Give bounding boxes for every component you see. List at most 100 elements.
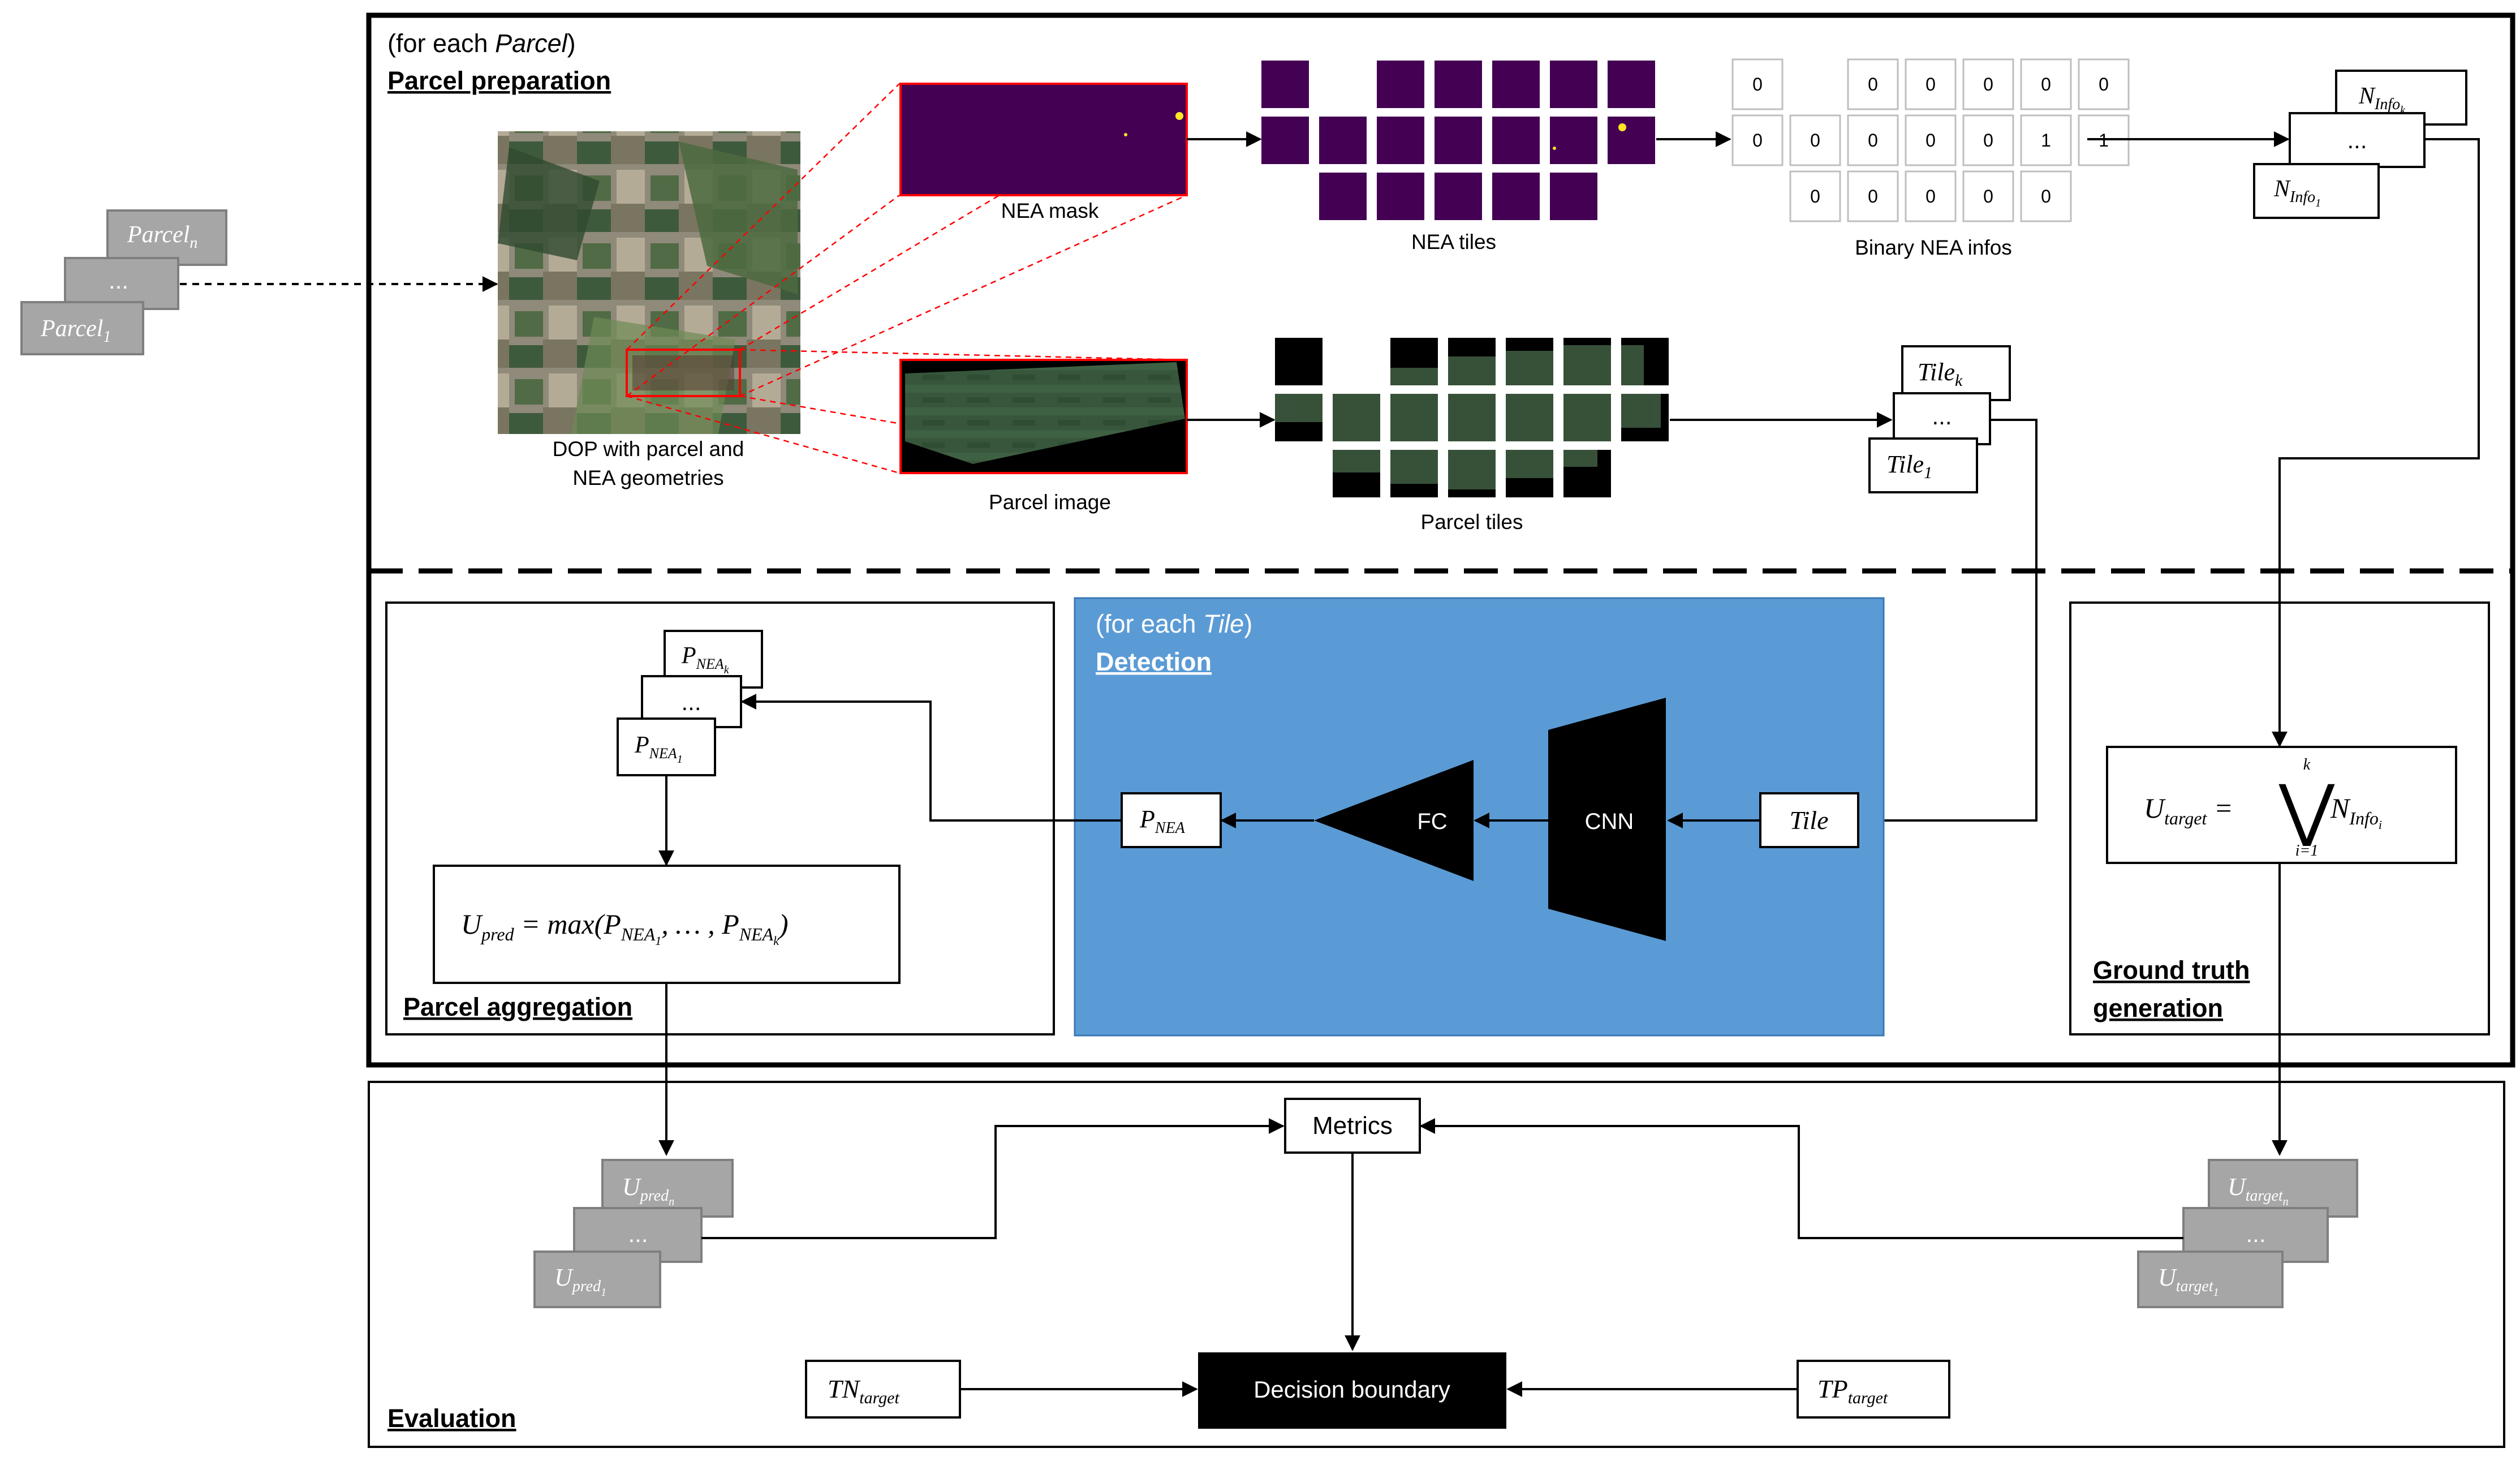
binary-info-cell [1905, 58, 1957, 110]
binary-info-value: 0 [1868, 74, 1878, 94]
u-target-op: ⋁ [2278, 772, 2335, 848]
u-target-op-bottom: i=1 [2295, 842, 2319, 860]
tn-target-label: TNtarget [828, 1374, 899, 1407]
parcel-input-stack: Parceln ... Parcel1 [20, 209, 227, 355]
ground-truth-title-1: Ground truth [2093, 956, 2250, 985]
nea-tiles-grid [1261, 61, 1655, 220]
u-target-dots: ... [2246, 1221, 2265, 1247]
tile-stack: Tilek ... Tile1 [1868, 345, 2011, 493]
binary-info-value: 0 [1810, 186, 1820, 207]
parcel-prep-scope: (for each Parcel) [387, 29, 576, 58]
tile-k: Tilek [1918, 358, 1963, 390]
dop-image [498, 131, 800, 434]
binary-info-value: 0 [1925, 130, 1936, 151]
u-pred-1: Upred1 [554, 1264, 606, 1299]
parcel-aggregation-title: Parcel aggregation [403, 992, 632, 1021]
utarget-to-metrics-wire [1419, 1118, 2183, 1239]
tile-1: Tile1 [1886, 450, 1932, 482]
u-target-n: Utargetn [2228, 1173, 2289, 1208]
binary-info-cell [1847, 58, 1899, 110]
tp-target-label: TPtarget [1817, 1374, 1888, 1407]
u-target-rhs: NInfoi [2330, 792, 2382, 832]
binary-info-cell [2020, 170, 2072, 222]
binary-info-cell [1905, 114, 1957, 166]
metrics-box [1284, 1098, 1421, 1154]
nea-tiles-label: NEA tiles [1411, 230, 1496, 253]
decision-boundary-box [1198, 1352, 1506, 1429]
binary-info-value: 0 [1810, 130, 1820, 151]
binary-info-value: 0 [2099, 74, 2109, 94]
cnn-label: CNN [1585, 809, 1634, 834]
u-pred-dots: ... [628, 1221, 648, 1247]
tile-to-detection-wire [1865, 419, 2037, 828]
nea-mask-dot [1175, 112, 1183, 120]
detection-scope: (for each Tile) [1096, 609, 1252, 638]
dop-caption-1: DOP with parcel and [553, 437, 744, 461]
parcel-tiles-label: Parcel tiles [1421, 510, 1523, 534]
parcel-aggregation-box [385, 601, 1055, 1035]
binary-info-value: 0 [2041, 186, 2051, 207]
n-info-1: NInfo1 [2273, 176, 2321, 209]
parcel-image [899, 359, 1188, 474]
u-target-op-top: k [2303, 756, 2311, 774]
parcel-image-label: Parcel image [989, 491, 1111, 514]
tn-target-box [805, 1360, 961, 1419]
u-pred-formula: Upred = max(PNEA1, … , PNEAk) [461, 908, 789, 948]
u-target-formula-box [2106, 746, 2457, 864]
binary-info-value: 0 [1983, 186, 1993, 207]
binary-info-cell [2020, 58, 2072, 110]
ground-truth-title-2: generation [2093, 994, 2223, 1022]
parcel-tiles-grid [1275, 338, 1669, 497]
binary-info-cell [1905, 170, 1957, 222]
tile-dots: ... [1932, 403, 1952, 429]
p-nea-stack: PNEAk ... PNEA1 [617, 630, 763, 776]
ninfo-to-gt-wire [2272, 138, 2480, 747]
binary-info-cell [1731, 114, 1784, 166]
dop-caption-2: NEA geometries [572, 466, 723, 489]
binary-info-value: 0 [1868, 130, 1878, 151]
p-nea-k: PNEAk [681, 643, 730, 676]
binary-info-value: 0 [1983, 74, 1993, 94]
u-target-stack: Utargetn ... Utarget1 [2137, 1159, 2358, 1308]
binary-info-cell [1962, 170, 2014, 222]
binary-info-cell [1847, 170, 1899, 222]
n-info-dots: ... [2347, 127, 2367, 153]
fc-label: FC [1417, 809, 1447, 834]
nea-mask-label: NEA mask [1001, 199, 1099, 222]
binary-info-value: 0 [1752, 74, 1763, 94]
binary-info-value: 0 [1868, 186, 1878, 207]
cnn-block [1548, 698, 1666, 941]
binary-info-value: 0 [1925, 74, 1936, 94]
detection-title: Detection [1096, 647, 1212, 676]
evaluation-title: Evaluation [387, 1404, 516, 1433]
tp-target-box [1797, 1360, 1950, 1419]
parcel-dots: ... [109, 267, 128, 294]
binary-info-cell [1731, 58, 1784, 110]
p-nea-box [1121, 792, 1222, 848]
u-target-lhs: Utarget = [2144, 792, 2233, 828]
binary-info-value: 1 [2041, 130, 2051, 151]
detection-tile-label: Tile [1789, 806, 1828, 835]
p-nea-1: PNEA1 [634, 732, 683, 766]
binary-info-value: 0 [1752, 130, 1763, 151]
u-target-1: Utarget1 [2158, 1264, 2219, 1299]
u-pred-formula-box [433, 865, 901, 984]
binary-info-value: 0 [1925, 186, 1936, 207]
evaluation-box [368, 1081, 2505, 1448]
binary-info-cell [2020, 114, 2072, 166]
binary-info-cell [1789, 114, 1841, 166]
parcel-prep-title: Parcel preparation [387, 66, 611, 95]
decision-boundary-label: Decision boundary [1253, 1376, 1450, 1403]
parcel-1-label: Parcel1 [40, 316, 111, 346]
n-info-stack: NInfok ... NInfo1 [2253, 70, 2467, 219]
binary-info-value: 0 [2041, 74, 2051, 94]
parcel-n-label: Parceln [127, 222, 197, 252]
fc-block [1314, 760, 1474, 881]
nea-mask-image [899, 83, 1188, 196]
binary-info-cell [1962, 58, 2014, 110]
p-nea-dots: ... [681, 689, 701, 715]
u-pred-n: Upredn [622, 1173, 674, 1208]
binary-infos-label: Binary NEA infos [1855, 236, 2012, 259]
